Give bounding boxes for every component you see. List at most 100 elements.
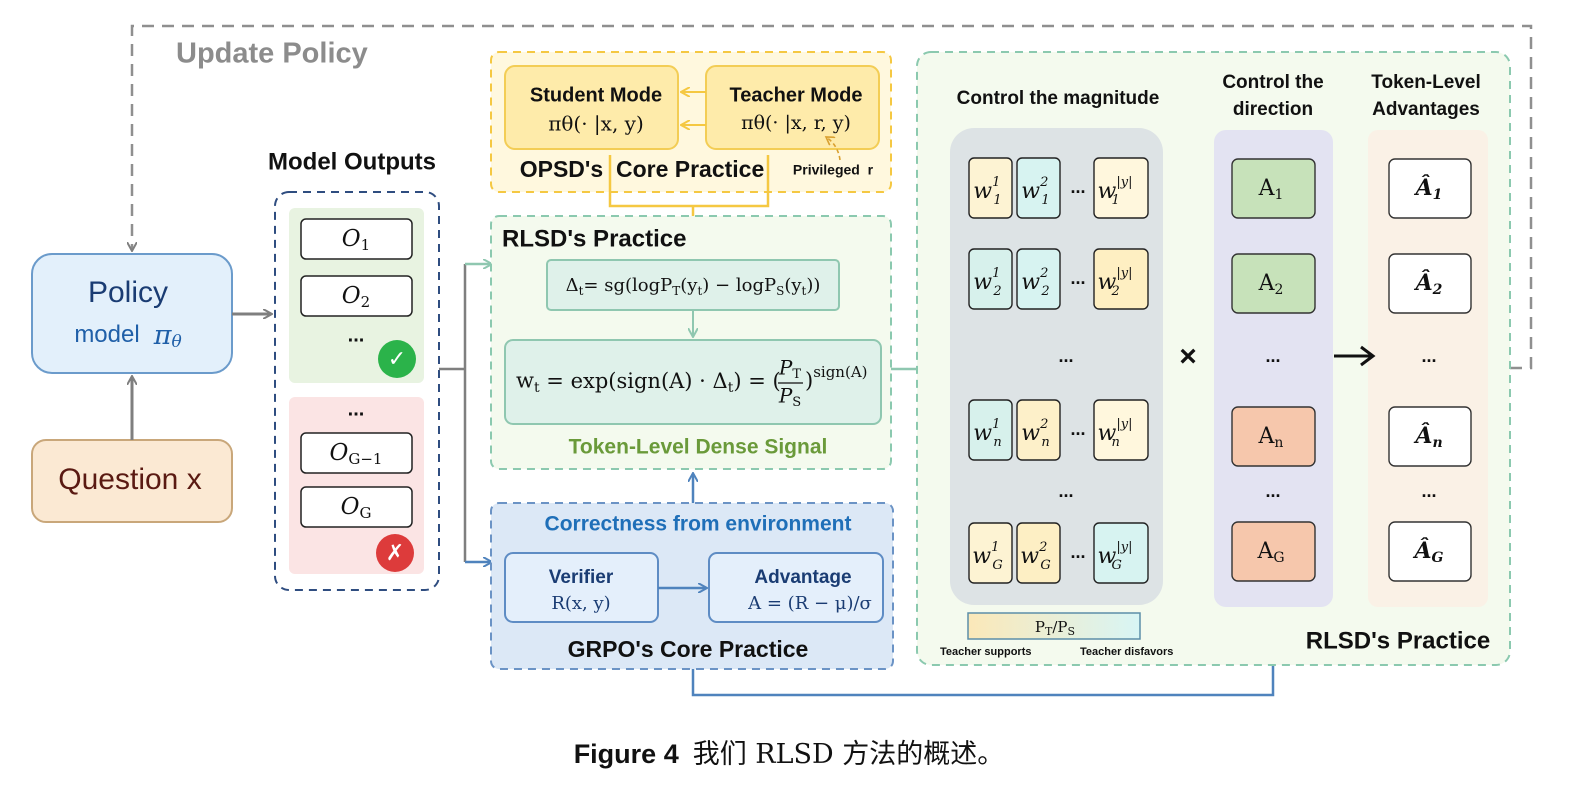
token-advantage-ellipsis-2: ... bbox=[1421, 481, 1436, 501]
verifier-title: Verifier bbox=[549, 567, 614, 588]
token-adv-panel bbox=[1368, 130, 1488, 607]
opsd-to-rlsd-connector bbox=[608, 155, 770, 208]
advantage-label-3: An bbox=[1258, 424, 1284, 451]
weight-cell-1-1 bbox=[968, 157, 1013, 219]
cross-icon: ✗ bbox=[386, 540, 404, 565]
advantage-formula: A = (R − μ)/σ bbox=[747, 593, 872, 614]
grpo-box bbox=[490, 502, 894, 670]
output-label-1: O1 bbox=[342, 226, 370, 254]
positive-ellipsis: ... bbox=[348, 324, 365, 346]
weight-grid-ellipsis-1: ... bbox=[1058, 346, 1073, 366]
weight-row-ellipsis-2: ... bbox=[1070, 268, 1085, 288]
weight-cell-4-3 bbox=[1093, 522, 1149, 584]
advantage-box bbox=[708, 552, 884, 623]
weight-cell-4-2 bbox=[1016, 522, 1061, 584]
question-label: Question x bbox=[58, 463, 201, 496]
advantage-column: A1A2AnAG...... bbox=[1231, 158, 1316, 582]
token-advantage-label-1: Â1 bbox=[1414, 174, 1443, 203]
token-advantage-label-3: Ân bbox=[1413, 422, 1442, 451]
to-token-adv-arrowhead bbox=[1360, 345, 1376, 367]
student-mode-formula: πθ(· |x, y) bbox=[548, 112, 644, 137]
check-badge bbox=[378, 340, 416, 378]
times-sign: × bbox=[1179, 340, 1197, 373]
weight-label-1-3: w|y|1 bbox=[1098, 175, 1133, 208]
privileged-label: Privileged r bbox=[793, 162, 874, 178]
student-mode-box bbox=[504, 65, 679, 150]
advantage-label-1: A1 bbox=[1258, 176, 1284, 203]
output-box-g bbox=[300, 486, 413, 528]
weight-grid-ellipsis-2: ... bbox=[1058, 481, 1073, 501]
advantage-box-1 bbox=[1231, 158, 1316, 219]
rlsd-right-title: RLSD's Practice bbox=[1306, 627, 1490, 654]
student-mode-title: Student Mode bbox=[530, 84, 662, 106]
token-advantage-column: Â1Â2ÂnÂG...... bbox=[1388, 158, 1472, 582]
cross-badge bbox=[376, 534, 414, 572]
privileged-arrow bbox=[826, 137, 841, 161]
direction-title-2: direction bbox=[1233, 99, 1313, 120]
weight-label-2-3: w|y|2 bbox=[1098, 266, 1133, 299]
advantage-label-2: A2 bbox=[1258, 271, 1284, 298]
weight-row-ellipsis-4: ... bbox=[1070, 542, 1085, 562]
weight-cell-2-3 bbox=[1093, 248, 1149, 310]
update-policy-loop-line bbox=[132, 24, 1533, 370]
teacher-disfavors-label: Teacher disfavors bbox=[1080, 646, 1173, 658]
figure-label: Figure 4 bbox=[573, 739, 679, 769]
delta-formula: Δt= sg(logPT(yt) − logPS(yt)) bbox=[566, 275, 821, 298]
token-advantage-ellipsis-1: ... bbox=[1421, 346, 1436, 366]
update-policy-label: Update Policy bbox=[176, 38, 368, 70]
correctness-label: Correctness from environment bbox=[545, 513, 852, 536]
check-icon: ✓ bbox=[388, 346, 406, 371]
token-advantage-label-2: Â2 bbox=[1414, 269, 1443, 298]
advantage-box-4 bbox=[1231, 521, 1316, 582]
output-box-1 bbox=[300, 218, 413, 260]
dense-signal-label: Token-Level Dense Signal bbox=[569, 436, 828, 459]
direction-title-1: Control the bbox=[1222, 72, 1323, 93]
verifier-formula: R(x, y) bbox=[551, 593, 610, 614]
weight-formula-box bbox=[504, 339, 882, 425]
weight-label-3-3: w|y|n bbox=[1098, 417, 1133, 450]
weight-cell-1-2 bbox=[1016, 157, 1061, 219]
advantage-label-4: AG bbox=[1256, 539, 1284, 566]
weight-cell-3-3 bbox=[1093, 399, 1149, 461]
teacher-supports-label: Teacher supports bbox=[940, 646, 1032, 658]
policy-title: Policy bbox=[88, 276, 168, 309]
grpo-title: GRPO's Core Practice bbox=[568, 636, 809, 662]
rlsd-left-title: RLSD's Practice bbox=[502, 225, 686, 252]
token-adv-title-1: Token-Level bbox=[1371, 72, 1480, 93]
advantage-box-2 bbox=[1231, 253, 1316, 314]
weight-cell-3-1 bbox=[968, 399, 1013, 461]
token-adv-title-2: Advantages bbox=[1372, 99, 1480, 120]
model-outputs-title: Model Outputs bbox=[268, 148, 436, 175]
output-label-2: O2 bbox=[342, 283, 370, 311]
policy-box bbox=[31, 253, 233, 374]
teacher-mode-formula: πθ(· |x, r, y) bbox=[741, 112, 851, 134]
weight-row-ellipsis-1: ... bbox=[1070, 177, 1085, 197]
ratio-label: PT/PS bbox=[1035, 618, 1075, 638]
direction-panel bbox=[1214, 130, 1333, 607]
output-box-2 bbox=[300, 275, 413, 317]
magnitude-title: Control the magnitude bbox=[957, 88, 1160, 109]
negative-ellipsis: ... bbox=[348, 398, 365, 420]
token-advantage-box-1 bbox=[1388, 158, 1472, 219]
figure-caption: Figure 4 我们 RLSD 方法的概述。 bbox=[0, 730, 1578, 778]
output-label-g-1: OG−1 bbox=[330, 440, 383, 468]
weight-cell-2-2 bbox=[1016, 248, 1061, 310]
ratio-bar bbox=[967, 612, 1141, 640]
weight-cell-1-3 bbox=[1093, 157, 1149, 219]
advantage-ellipsis-2: ... bbox=[1265, 481, 1280, 501]
teacher-mode-title: Teacher Mode bbox=[730, 84, 863, 106]
token-advantage-box-4 bbox=[1388, 521, 1472, 582]
magnitude-panel bbox=[950, 128, 1163, 605]
weight-cell-2-1 bbox=[968, 248, 1013, 310]
advantage-ellipsis-1: ... bbox=[1265, 346, 1280, 366]
figure-caption-text: 我们 RLSD 方法的概述。 bbox=[692, 739, 1005, 770]
